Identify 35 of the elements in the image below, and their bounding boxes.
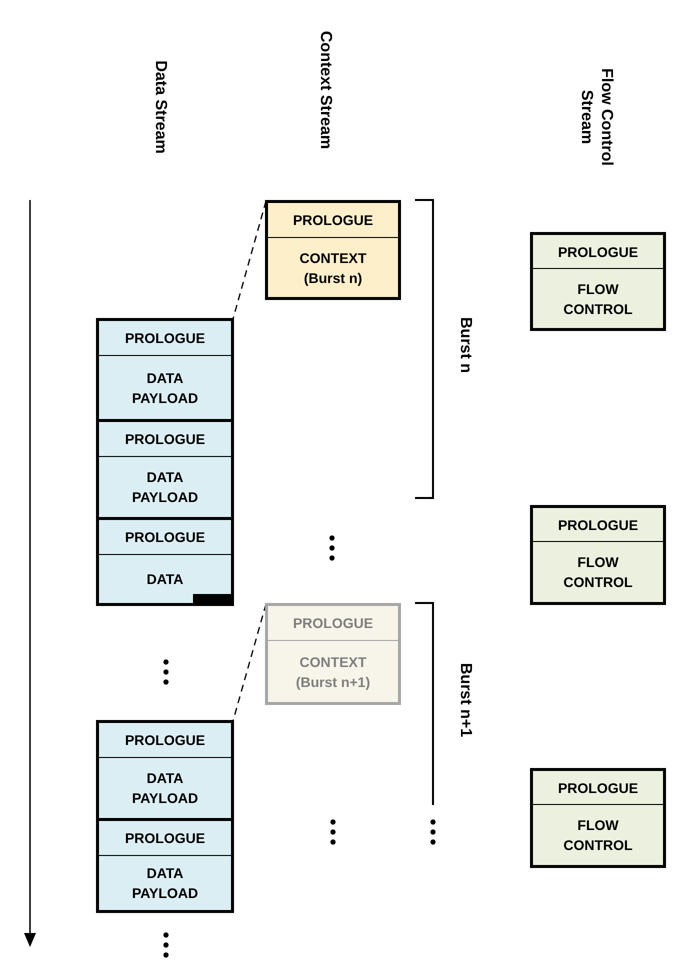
context-packet	[265, 200, 401, 300]
flow-control-packet	[530, 505, 666, 605]
payload-label: DATA	[146, 570, 184, 589]
payload-label: DATA PAYLOAD	[130, 864, 200, 903]
data-packet	[96, 318, 234, 422]
column-heading: Data Stream	[151, 60, 170, 154]
flow-control-packet	[530, 232, 666, 331]
header-label: PROLOGUE	[124, 329, 206, 348]
payload-label: FLOW CONTROL	[562, 280, 634, 318]
header-label: PROLOGUE	[124, 829, 206, 848]
payload-label: DATA PAYLOAD	[130, 468, 200, 507]
payload-label: DATA PAYLOAD	[130, 368, 200, 408]
header-label: PROLOGUE	[558, 516, 638, 534]
payload-label: CONTEXT (Burst n)	[298, 248, 368, 288]
header-label: PROLOGUE	[292, 614, 374, 633]
data-packet	[96, 419, 234, 520]
column-heading: Flow Control Stream	[577, 67, 616, 168]
context-packet	[265, 603, 401, 705]
column-heading: Context Stream	[316, 30, 335, 150]
flow-control-packet	[530, 768, 666, 868]
data-packet	[96, 720, 234, 821]
data-packet	[96, 818, 234, 913]
burst-label: Burst n+1	[456, 662, 475, 738]
header-label: PROLOGUE	[124, 430, 206, 449]
burst-label: Burst n	[456, 317, 475, 373]
data-packet	[96, 517, 234, 606]
header-label: PROLOGUE	[124, 528, 206, 547]
payload-label: CONTEXT (Burst n+1)	[294, 652, 372, 692]
header-label: PROLOGUE	[558, 242, 638, 262]
header-label: PROLOGUE	[292, 211, 374, 230]
payload-label: FLOW CONTROL	[562, 816, 634, 855]
payload-label: DATA PAYLOAD	[130, 769, 200, 808]
payload-label: FLOW CONTROL	[562, 553, 634, 592]
header-label: PROLOGUE	[558, 778, 638, 798]
header-label: PROLOGUE	[124, 731, 206, 750]
